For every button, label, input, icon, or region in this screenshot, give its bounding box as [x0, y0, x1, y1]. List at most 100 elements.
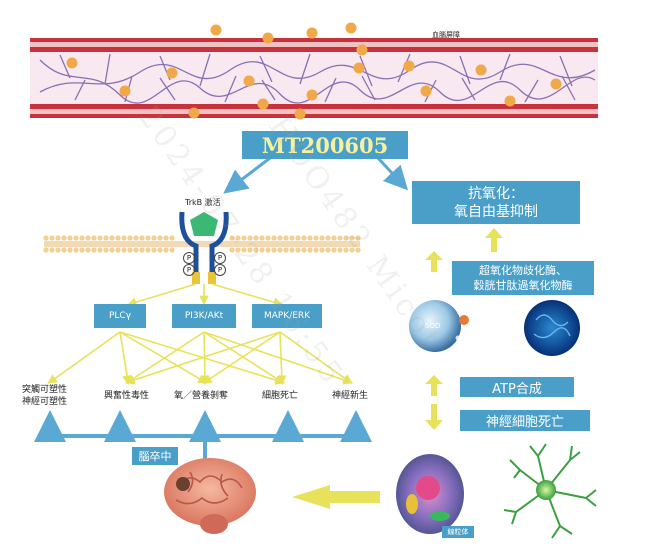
membrane-bead [289, 235, 295, 241]
outcome-plasticity-line1: 突觸可塑性 [22, 385, 68, 395]
enzymes-line2: 穀胱甘肽過氧化物酶 [473, 279, 573, 292]
membrane-bead [289, 247, 295, 253]
membrane-bead [265, 235, 271, 241]
ligand-shape [190, 212, 218, 236]
phospho-symbol-right-1: P [214, 252, 226, 264]
compound-name: MT200605 [261, 132, 389, 158]
arrow-to-brain [292, 485, 380, 509]
membrane-bead [295, 235, 301, 241]
membrane-bead [139, 235, 145, 241]
membrane-bead [109, 247, 115, 253]
membrane-bead [115, 247, 121, 253]
membrane-bead [247, 235, 253, 241]
trkb-receptor [179, 211, 229, 284]
membrane-bead [91, 235, 97, 241]
antioxidant-line2: 氧自由基抑制 [454, 203, 538, 220]
phospho-symbol-left-1: P [183, 252, 195, 264]
blood-brain-barrier-label: 血腦屏障 [432, 31, 460, 39]
neuron-illustration [503, 443, 597, 539]
membrane-bead [85, 235, 91, 241]
pathway-mapk-box: MAPK/ERK [252, 304, 322, 328]
membrane-bead [343, 247, 349, 253]
membrane-bead [145, 247, 151, 253]
membrane-bead [145, 235, 151, 241]
membrane-bead [349, 235, 355, 241]
membrane-bead [325, 235, 331, 241]
compound-particles [66, 22, 562, 120]
trkb-label: TrkB 激活 [185, 198, 221, 207]
membrane-bead [127, 235, 133, 241]
membrane-bead [79, 235, 85, 241]
phospho-symbol-right-2: P [214, 264, 226, 276]
membrane-bead [277, 235, 283, 241]
membrane-bead [241, 235, 247, 241]
membrane-bead [307, 235, 313, 241]
membrane-bead [61, 247, 67, 253]
membrane-bead [163, 235, 169, 241]
right-yellow-arrows [292, 228, 503, 509]
membrane-bead [139, 247, 145, 253]
membrane-bead [235, 247, 241, 253]
membrane-bead [85, 247, 91, 253]
membrane-bead [121, 247, 127, 253]
membrane-bead [103, 235, 109, 241]
phospho-symbol-left-2: P [183, 264, 195, 276]
membrane-bead [133, 247, 139, 253]
outcome-plasticity-line2: 神經可塑性 [22, 397, 68, 407]
membrane-bead [307, 247, 313, 253]
enzyme-sphere-illustration [524, 300, 580, 356]
membrane-bead [319, 235, 325, 241]
pathway-pi3k-box: PI3K/AKt [172, 304, 236, 328]
membrane-bead [271, 247, 277, 253]
mitochondria-label-box: 線粒体 [442, 526, 474, 538]
membrane-bead [343, 235, 349, 241]
pathway-plcg-box: PLCγ [94, 304, 146, 328]
outcome-excitotoxicity: 興奮性毒性 [104, 391, 150, 401]
membrane-bead [97, 247, 103, 253]
membrane-bead [127, 247, 133, 253]
membrane-bead [295, 247, 301, 253]
neuron-death-box: 神經細胞死亡 [460, 410, 590, 431]
membrane-bead [319, 247, 325, 253]
membrane-bead [301, 247, 307, 253]
membrane-bead [121, 235, 127, 241]
enzymes-box: 超氧化物歧化酶、 穀胱甘肽過氧化物酶 [452, 261, 594, 295]
membrane-bead [259, 247, 265, 253]
outcome-plasticity: 突觸可塑性 神經可塑性 [22, 384, 67, 408]
arrow-up-to-antioxidant [485, 228, 503, 252]
membrane-bead [337, 235, 343, 241]
membrane-bead [97, 235, 103, 241]
membrane-bead [67, 247, 73, 253]
membrane-bead [301, 235, 307, 241]
pathway-connectors [47, 283, 354, 386]
membrane-bead [151, 235, 157, 241]
membrane-bead [55, 235, 61, 241]
outcome-neurogenesis: 神經新生 [332, 391, 369, 401]
membrane-bead [55, 247, 61, 253]
membrane-bead [253, 247, 259, 253]
membrane-bead [169, 235, 175, 241]
membrane-bead [283, 247, 289, 253]
membrane-bead [337, 247, 343, 253]
cell-illustration [396, 454, 464, 534]
membrane-bead [331, 235, 337, 241]
membrane-bead [151, 247, 157, 253]
pathway-pi3k-label: PI3K/AKt [184, 311, 224, 321]
arrow-to-antioxidant [376, 156, 409, 191]
membrane-bead [91, 247, 97, 253]
antioxidant-line1: 抗氧化： [468, 185, 524, 202]
membrane-bead [277, 247, 283, 253]
membrane-bead [103, 247, 109, 253]
membrane-bead [265, 247, 271, 253]
membrane-bead [313, 247, 319, 253]
membrane-bead [253, 235, 259, 241]
membrane-bead [349, 247, 355, 253]
membrane-bead [247, 247, 253, 253]
stroke-label-box: 腦卒中 [132, 447, 178, 465]
membrane-bead [163, 247, 169, 253]
neuron-death-label: 神經細胞死亡 [485, 415, 564, 430]
membrane-bead [61, 235, 67, 241]
membrane-bead [229, 235, 235, 241]
